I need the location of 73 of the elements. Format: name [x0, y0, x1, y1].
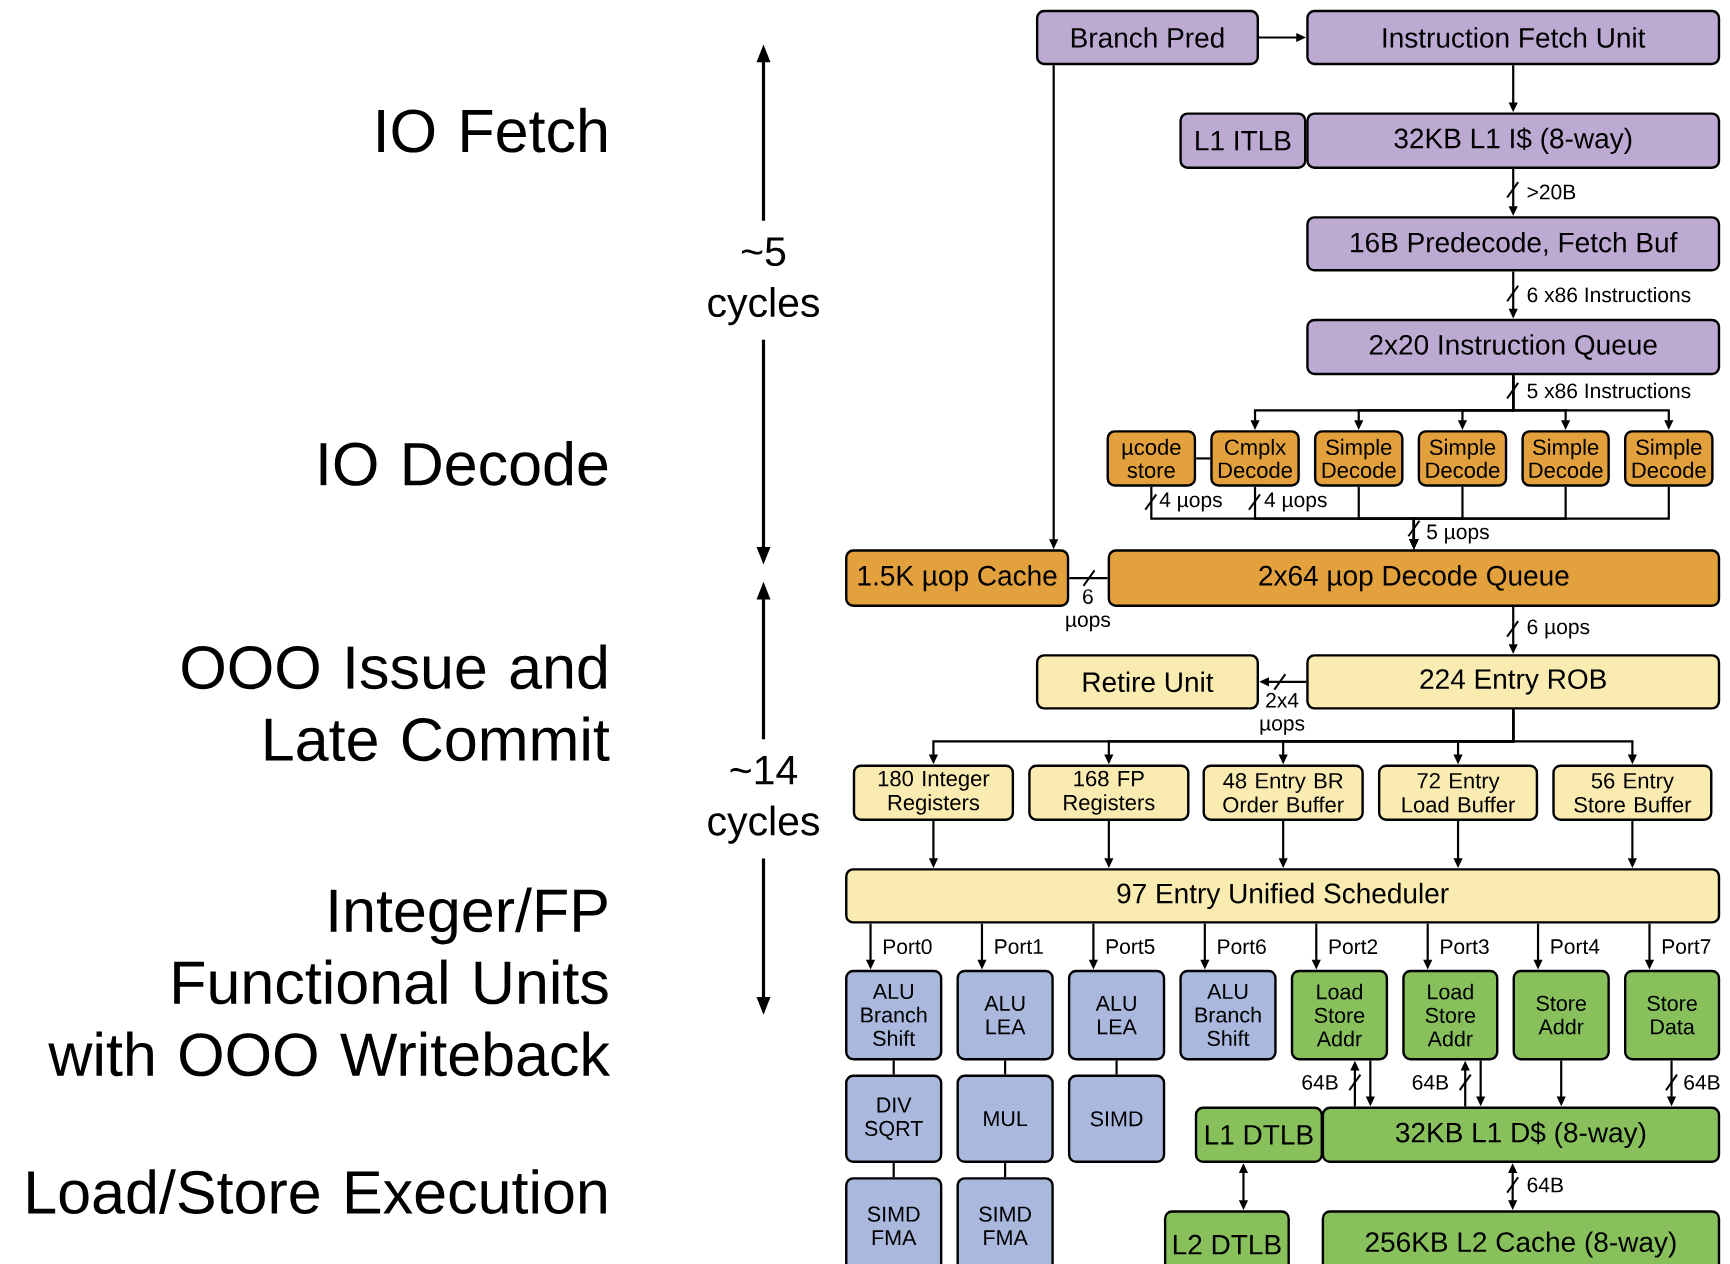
unit-box: SIMD	[1067, 1074, 1166, 1163]
unit-box: Retire Unit	[1035, 654, 1259, 710]
edge-label: 64B	[1526, 1177, 1565, 1193]
edge-label: Port6	[1216, 938, 1268, 955]
unit-box: Load Store Addr	[1290, 969, 1389, 1061]
edge-label: 4 µops	[1158, 492, 1224, 512]
connector-line	[1004, 1060, 1007, 1075]
edge-label: Port1	[993, 938, 1045, 955]
unit-box: 16B Predecode, Fetch Buf	[1306, 216, 1721, 272]
connector-line	[1115, 1060, 1118, 1075]
edge-label: 64B	[1682, 1074, 1722, 1091]
edge-label: >20B	[1526, 184, 1577, 200]
unit-box: 224 Entry ROB	[1306, 654, 1721, 710]
edge-label: Port7	[1660, 938, 1712, 955]
unit-box: Simple Decode	[1417, 430, 1508, 487]
edge-label: 64B	[1300, 1074, 1340, 1091]
unit-box: 32KB L1 I$ (8-way)	[1306, 112, 1721, 169]
unit-box: Simple Decode	[1624, 430, 1714, 487]
edge-label: Port2	[1327, 938, 1379, 955]
edge-label: 64B	[1411, 1074, 1450, 1091]
edge-label: 5 x86 Instructions	[1526, 382, 1692, 399]
stage-label: IO Fetch	[378, 107, 606, 153]
unit-box: SIMD FMA	[956, 1177, 1054, 1264]
stage-label: IO Decode	[320, 441, 608, 486]
edge-label: 6 x86 Instructions	[1526, 286, 1692, 303]
unit-box: MUL	[956, 1074, 1054, 1163]
unit-box: 180 Integer Registers	[852, 764, 1015, 821]
unit-box: Cmplx Decode	[1210, 430, 1300, 487]
connector-line	[892, 1060, 895, 1075]
unit-box: µcode store	[1106, 430, 1197, 487]
unit-box: ALU Branch Shift	[845, 969, 943, 1061]
cycle-label: ~14 cycles	[708, 756, 819, 844]
edge-label: Port3	[1438, 938, 1491, 955]
unit-box: ALU Branch Shift	[1179, 969, 1277, 1061]
unit-box: L1 DTLB	[1194, 1106, 1323, 1163]
unit-box: 48 Entry BR Order Buffer	[1202, 764, 1364, 821]
unit-box: 72 Entry Load Buffer	[1377, 764, 1539, 821]
unit-box: 2x20 Instruction Queue	[1306, 318, 1721, 376]
unit-box: ALU LEA	[956, 969, 1054, 1061]
unit-box: 2x64 µop Decode Queue	[1107, 549, 1721, 607]
stage-label: OOO Issue and Late Commit	[182, 644, 610, 762]
connector-line	[892, 1163, 895, 1178]
unit-box: Store Data	[1624, 969, 1721, 1061]
unit-box: Simple Decode	[1521, 430, 1610, 487]
connector-line	[1069, 569, 1108, 587]
unit-box: L2 DTLB	[1163, 1210, 1290, 1264]
unit-box: 1.5K µop Cache	[845, 549, 1070, 607]
cycle-label: ~5 cycles	[708, 237, 819, 326]
unit-box: 256KB L2 Cache (8-way)	[1321, 1210, 1721, 1264]
unit-box: Simple Decode	[1313, 430, 1404, 487]
stage-label: Integer/FP Functional Units with OOO Writeback	[48, 887, 611, 1077]
unit-box: 32KB L1 D$ (8-way)	[1321, 1106, 1721, 1163]
edge-label: 4 µops	[1263, 492, 1328, 512]
unit-box: 97 Entry Unified Scheduler	[845, 868, 1721, 924]
unit-box: 168 FP Registers	[1028, 764, 1190, 821]
edge-label: 5 µops	[1425, 524, 1491, 544]
edge-label: Port4	[1549, 938, 1601, 955]
edge-label: 2x4 µops	[1260, 692, 1305, 735]
connector-line	[1196, 457, 1211, 460]
unit-box: Branch Pred	[1035, 9, 1259, 66]
edge-label: 6 µops	[1526, 618, 1591, 639]
stage-label: Load/Store Execution	[28, 1169, 606, 1214]
unit-box: Instruction Fetch Unit	[1306, 9, 1721, 66]
edge-label: Port5	[1104, 938, 1156, 955]
unit-box: Load Store Addr	[1402, 969, 1499, 1061]
unit-box: SIMD FMA	[845, 1177, 943, 1264]
unit-box: ALU LEA	[1067, 969, 1166, 1061]
connector-line	[1004, 1163, 1007, 1178]
edge-label: Port0	[881, 938, 933, 955]
unit-box: DIV SQRT	[845, 1074, 943, 1163]
unit-box: Store Addr	[1512, 969, 1610, 1061]
unit-box: L1 ITLB	[1179, 112, 1307, 169]
unit-box: 56 Entry Store Buffer	[1552, 764, 1713, 821]
